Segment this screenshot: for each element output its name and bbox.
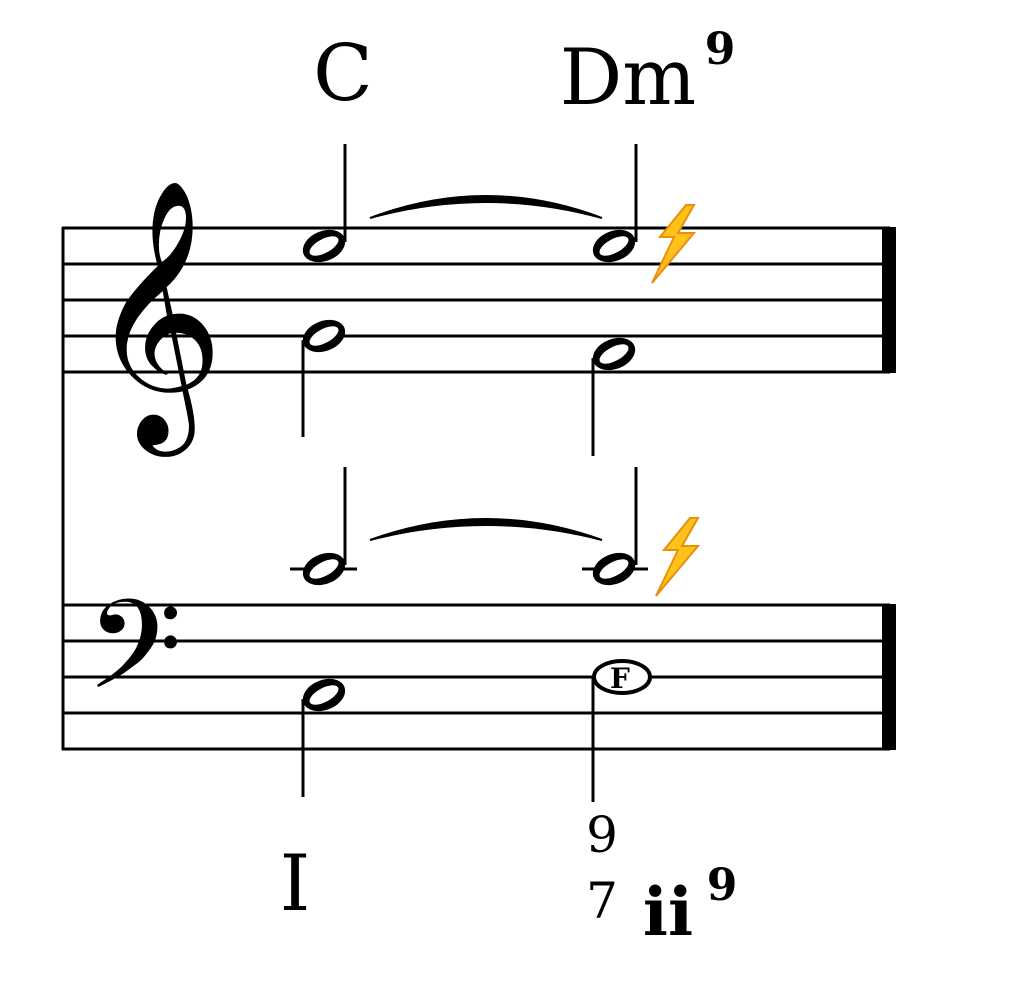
treble-upper-note-2 — [587, 144, 641, 269]
treble-staff — [62, 226, 890, 374]
bass-lower-note-1 — [297, 672, 351, 797]
treble-lower-note-2 — [587, 331, 641, 456]
bass-staff — [62, 603, 890, 751]
lightning-bolt-icon — [655, 517, 699, 597]
bass-upper-note-1 — [290, 467, 357, 592]
figured-bass-lower: 7 — [586, 872, 618, 930]
lightning-bolt-icon — [651, 204, 695, 284]
treble-lower-note-1 — [297, 313, 351, 437]
treble-final-barline — [882, 227, 896, 373]
bass-lower-note-2-lettered: F — [591, 659, 652, 802]
treble-tie — [369, 195, 603, 219]
roman-numeral-1: I — [280, 839, 311, 929]
bass-tie — [369, 518, 603, 541]
chord-symbol-2-extension: 9 — [705, 24, 736, 75]
notehead-letter: F — [610, 662, 630, 695]
roman-numeral-2: ii — [643, 873, 693, 951]
figured-bass-upper: 9 — [586, 806, 618, 864]
chord-symbol-1: C — [313, 29, 373, 119]
roman-numeral-2-extension: 9 — [707, 860, 738, 911]
chord-symbol-2: Dm — [560, 33, 697, 123]
bass-final-barline — [882, 604, 896, 750]
bass-clef-icon: 𝄢 — [86, 574, 182, 748]
treble-clef-icon: 𝄞 — [88, 178, 224, 457]
treble-upper-note-1 — [297, 144, 351, 269]
bass-upper-note-2 — [582, 467, 648, 592]
